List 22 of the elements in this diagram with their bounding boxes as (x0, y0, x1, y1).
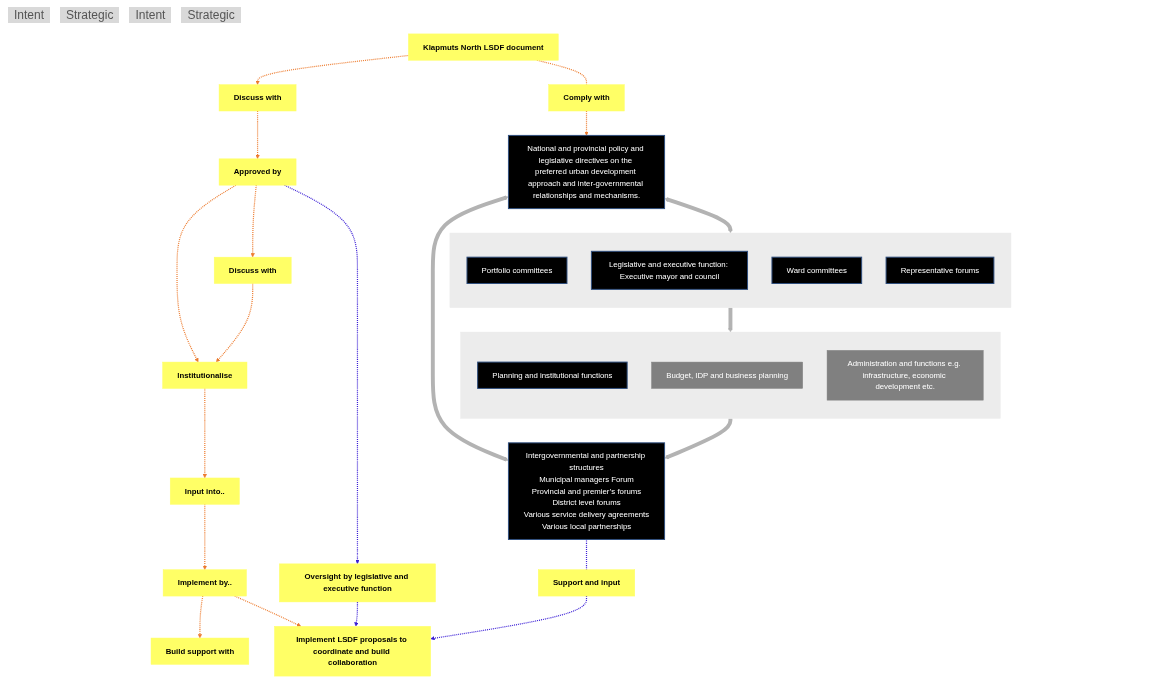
arrow (197, 595, 204, 639)
arrow (430, 595, 588, 641)
arrow (664, 418, 733, 460)
arrow (354, 601, 359, 627)
arrow-label: Intent (8, 7, 51, 23)
arrow-label: Intent (129, 7, 172, 23)
cluster (449, 232, 1012, 308)
arrow (216, 282, 254, 363)
cluster (460, 331, 1001, 419)
arrow (255, 110, 260, 159)
arrow-label: Strategic (60, 7, 120, 23)
arrow (430, 195, 509, 462)
arrow (176, 184, 237, 363)
arrow (202, 387, 207, 479)
arrow (728, 307, 733, 333)
arrow (584, 110, 589, 136)
arrow (664, 197, 733, 234)
arrow-label: Strategic (181, 7, 241, 23)
arrow (255, 54, 410, 85)
connector (585, 538, 588, 571)
arrow (202, 503, 207, 570)
arrow (250, 184, 257, 258)
